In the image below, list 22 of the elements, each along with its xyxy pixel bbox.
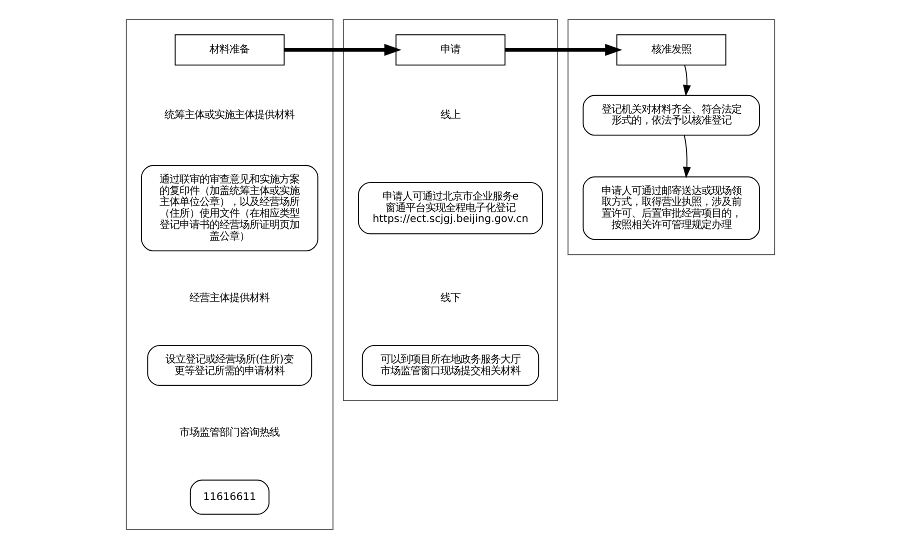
node-box: 申请人可通过邮寄送达或现场领取方式，取得营业执照，涉及前置许可、后置审批经营项目的，按照相关许可管理规定办理 — [582, 176, 760, 240]
node-box: 可以到项目所在地政务服务大厅市场监管窗口现场提交相关材料 — [361, 345, 539, 386]
node-box: 登记机关对材料齐全、符合法定形式的，依法予以核准登记 — [582, 94, 760, 136]
node-box: 11616611 — [189, 480, 269, 515]
cluster — [567, 19, 775, 256]
arrow — [682, 64, 690, 96]
label: 线下 — [440, 292, 460, 304]
node-box: 通过联审的审查意见和实施方案的复印件（加盖统筹主体或实施主体单位公章），以及经营场所（住所）使用文件（在相应类型登记申请书的经营场所证明页加盖公章） — [140, 165, 318, 252]
node-box: 申请人可通过北京市企业服务e窗通平台实现全程电子化登记 https://ect.scjgj.beijing.gov.cn — [358, 182, 542, 234]
label: 经营主体提供材料 — [189, 292, 270, 304]
node-box: 设立登记或经营场所(住所)变更等登记所需的申请材料 — [146, 345, 312, 386]
arrow — [284, 44, 401, 56]
label: 统筹主体或实施主体提供材料 — [164, 108, 294, 121]
arrow — [504, 44, 622, 56]
node-box: 材料准备 — [174, 34, 284, 66]
label: 线上 — [440, 108, 460, 121]
cluster — [342, 19, 558, 402]
arrow — [682, 135, 690, 178]
node-box: 核准发照 — [616, 34, 726, 66]
node-box: 申请 — [395, 34, 505, 66]
label: 市场监管部门咨询热线 — [179, 426, 280, 438]
cluster — [125, 19, 333, 530]
